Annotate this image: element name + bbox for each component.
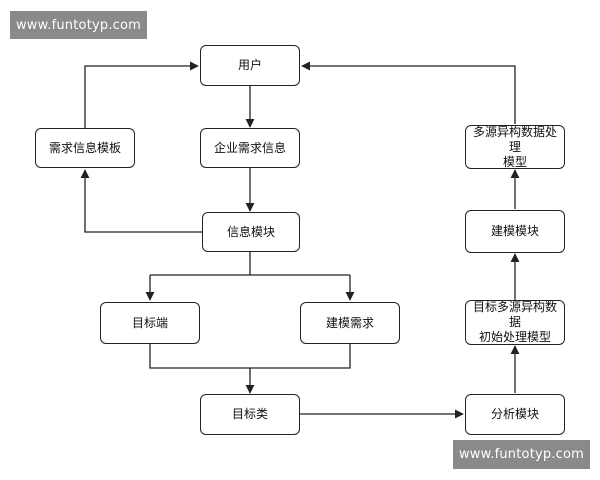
watermark-top: www.funtotyp.com xyxy=(10,11,147,39)
node-target-end: 目标端 xyxy=(100,302,200,344)
node-analysis-module: 分析模块 xyxy=(465,394,565,435)
edge-merge xyxy=(149,344,351,369)
edge-info-to-template xyxy=(80,169,202,233)
node-initial-model: 目标多源异构数据初始处理模型 xyxy=(465,300,565,345)
node-info-module: 信息模块 xyxy=(202,212,300,252)
node-build-module: 建模模块 xyxy=(465,210,565,253)
node-model-demand: 建模需求 xyxy=(300,302,400,344)
edge-template-to-user xyxy=(84,61,199,128)
node-template: 需求信息模板 xyxy=(35,128,135,168)
watermark-bottom: www.funtotyp.com xyxy=(453,440,590,469)
edge-process-to-user xyxy=(301,61,516,124)
edge-info-split xyxy=(150,252,350,276)
node-enterprise-info: 企业需求信息 xyxy=(200,128,300,168)
node-process-model: 多源异构数据处理模型 xyxy=(465,125,565,169)
node-user: 用户 xyxy=(200,45,300,86)
node-target-class: 目标类 xyxy=(200,394,300,435)
